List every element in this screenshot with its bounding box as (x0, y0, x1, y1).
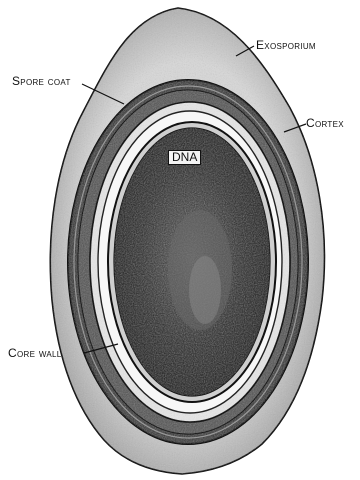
exosporium-label: Exosporium (256, 38, 316, 52)
spore-coat-label: Spore coat (12, 74, 71, 88)
cortex-label: Cortex (306, 116, 344, 130)
core-wall-label: Core wall (8, 346, 62, 360)
dna-label: DNA (168, 150, 201, 165)
